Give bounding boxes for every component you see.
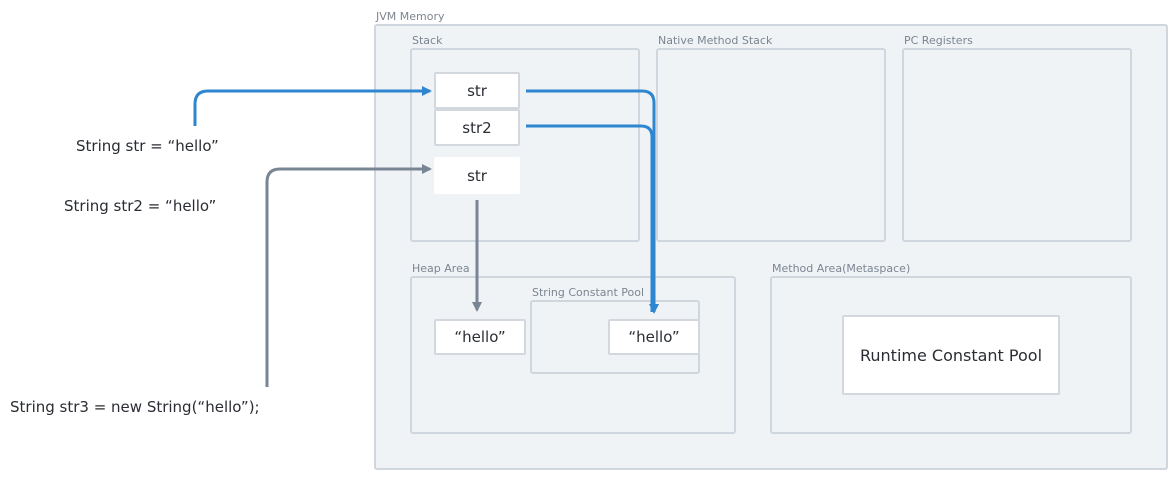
code-line-str: String str = “hello” bbox=[76, 137, 219, 155]
method-area-label: Method Area(Metaspace) bbox=[772, 262, 911, 275]
pc-registers-label: PC Registers bbox=[904, 34, 973, 47]
runtime-constant-pool: Runtime Constant Pool bbox=[842, 315, 1060, 395]
arrow-stack-str-to-pool bbox=[526, 89, 659, 314]
heap-area-label: Heap Area bbox=[412, 262, 470, 275]
heap-hello-object: “hello” bbox=[434, 319, 526, 355]
native-method-stack-label: Native Method Stack bbox=[658, 34, 773, 47]
code-line-str3: String str3 = new String(“hello”); bbox=[10, 398, 260, 416]
code-line-str2: String str2 = “hello” bbox=[64, 197, 217, 215]
method-area-region bbox=[770, 276, 1132, 434]
stack-slot-str: str bbox=[434, 72, 520, 109]
string-constant-pool-label: String Constant Pool bbox=[532, 286, 645, 299]
pool-hello-literal: “hello” bbox=[608, 319, 700, 355]
arrow-str-decl-to-stack bbox=[193, 86, 432, 126]
arrow-stack-str2-to-pool bbox=[526, 124, 654, 312]
native-method-stack-region bbox=[656, 48, 886, 242]
stack-slot-str2: str2 bbox=[434, 109, 520, 146]
stack-slot-str3: str bbox=[434, 157, 520, 194]
arrow-str3-decl-to-stack bbox=[265, 164, 432, 387]
jvm-memory-label: JVM Memory bbox=[376, 10, 445, 23]
pc-registers-region bbox=[902, 48, 1132, 242]
stack-label: Stack bbox=[412, 34, 443, 47]
